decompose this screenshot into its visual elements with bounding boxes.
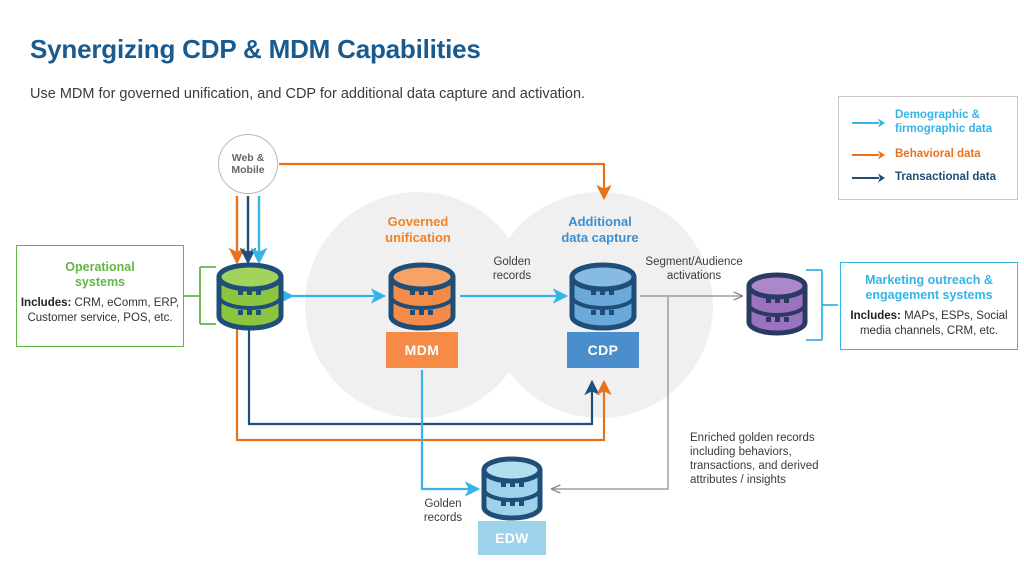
legend-item-demographic: Demographic &firmographic data [851, 109, 992, 136]
arrow-right-icon [852, 118, 885, 127]
marketing-systems-database [746, 272, 808, 336]
includes-text: MAPs, ESPs, Social media channels, CRM, … [859, 310, 1008, 337]
legend-item-transactional: Transactional data [851, 171, 996, 185]
arrow-right-icon [852, 173, 885, 183]
label-enriched-golden-records: Enriched golden records including behavi… [690, 432, 819, 486]
includes-text: CRM, eComm, ERP, Customer service, POS, … [27, 297, 180, 324]
operational-systems-body: Includes: CRM, eComm, ERP, Customer serv… [17, 296, 183, 325]
legend-item-behavioral: Behavioral data [851, 148, 981, 162]
flow-operational-to-cdp-behavioral [235, 327, 612, 442]
mdm-chip: MDM [386, 332, 458, 368]
operational-systems-database [216, 262, 284, 331]
bracket-operational [184, 266, 216, 325]
includes-label: Includes: [850, 310, 901, 322]
page-title: Synergizing CDP & MDM Capabilities [30, 34, 481, 64]
mdm-database [388, 262, 456, 331]
includes-label: Includes: [20, 297, 72, 309]
edw-chip: EDW [478, 521, 546, 555]
legend-label-behavioral: Behavioral data [895, 148, 981, 160]
page-subtitle: Use MDM for governed unification, and CD… [30, 86, 586, 102]
flow-webmobile-to-cdp [279, 162, 612, 201]
arrow-right-icon [852, 150, 885, 160]
edw-database [481, 456, 543, 521]
cdp-database [569, 262, 637, 331]
flow-mdm-to-edw-golden [420, 370, 481, 497]
marketing-systems-body: Includes: MAPs, ESPs, Social media chann… [841, 309, 1017, 338]
web-and-mobile-source-node: Web &Mobile [218, 134, 278, 194]
legend: Demographic &firmographic data Behaviora… [838, 96, 1018, 200]
marketing-systems-title: Marketing outreach &engagement systems [865, 273, 993, 302]
flow-operational-to-cdp-transactional [247, 327, 600, 426]
flow-cdp-to-edw-enriched [552, 297, 669, 489]
marketing-systems-box: Marketing outreach &engagement systems I… [840, 262, 1018, 350]
cdp-chip: CDP [567, 332, 639, 368]
bracket-marketing [806, 269, 838, 341]
legend-label-transactional: Transactional data [895, 171, 996, 183]
legend-label-demographic: Demographic &firmographic data [895, 109, 993, 135]
